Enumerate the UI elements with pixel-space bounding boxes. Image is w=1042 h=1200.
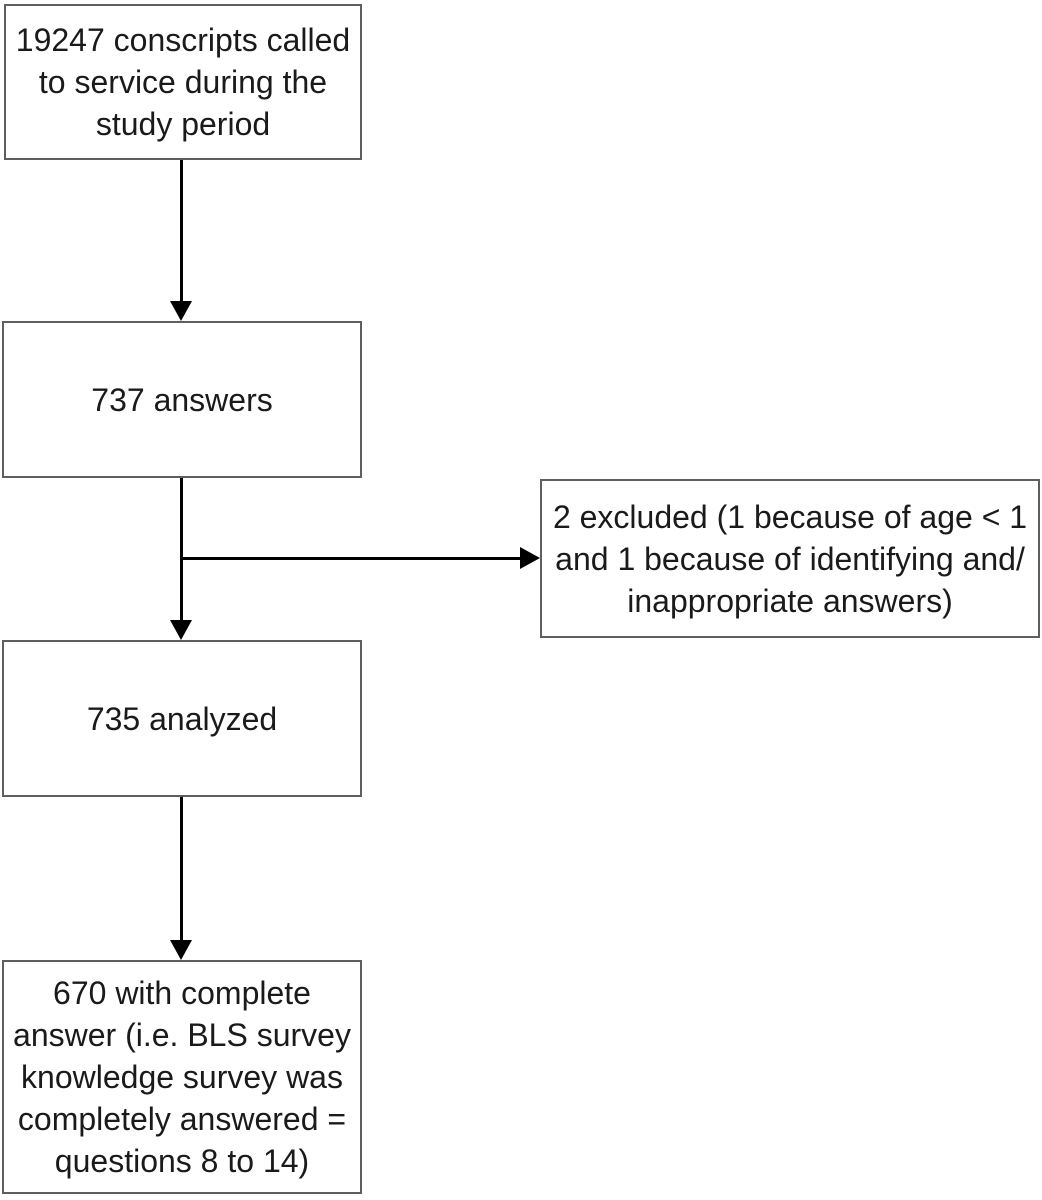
box-excluded-text: 2 excluded (1 because of age < 1 and 1 b… [552,498,1028,619]
arrow-right-icon [520,547,540,569]
arrow-down-icon [170,620,192,640]
box-complete-answer-text: 670 with complete answer (i.e. BLS surve… [13,975,351,1179]
arrow-down-icon [170,301,192,321]
box-analyzed: 735 analyzed [2,640,362,797]
box-conscripts-called: 19247 conscripts called to service durin… [4,4,362,160]
box-excluded: 2 excluded (1 because of age < 1 and 1 b… [540,479,1040,638]
box-answers-text: 737 answers [91,381,273,418]
arrow-analyzed-to-complete-line [180,797,183,942]
arrow-answers-to-analyzed-line [180,478,183,622]
box-conscripts-called-text: 19247 conscripts called to service durin… [15,22,351,142]
box-complete-answer: 670 with complete answer (i.e. BLS surve… [2,960,362,1194]
box-analyzed-text: 735 analyzed [86,700,278,737]
arrow-conscripts-to-answers-line [180,160,183,303]
arrow-branch-to-excluded-line [181,557,521,560]
box-answers: 737 answers [2,321,362,478]
arrow-down-icon [170,940,192,960]
